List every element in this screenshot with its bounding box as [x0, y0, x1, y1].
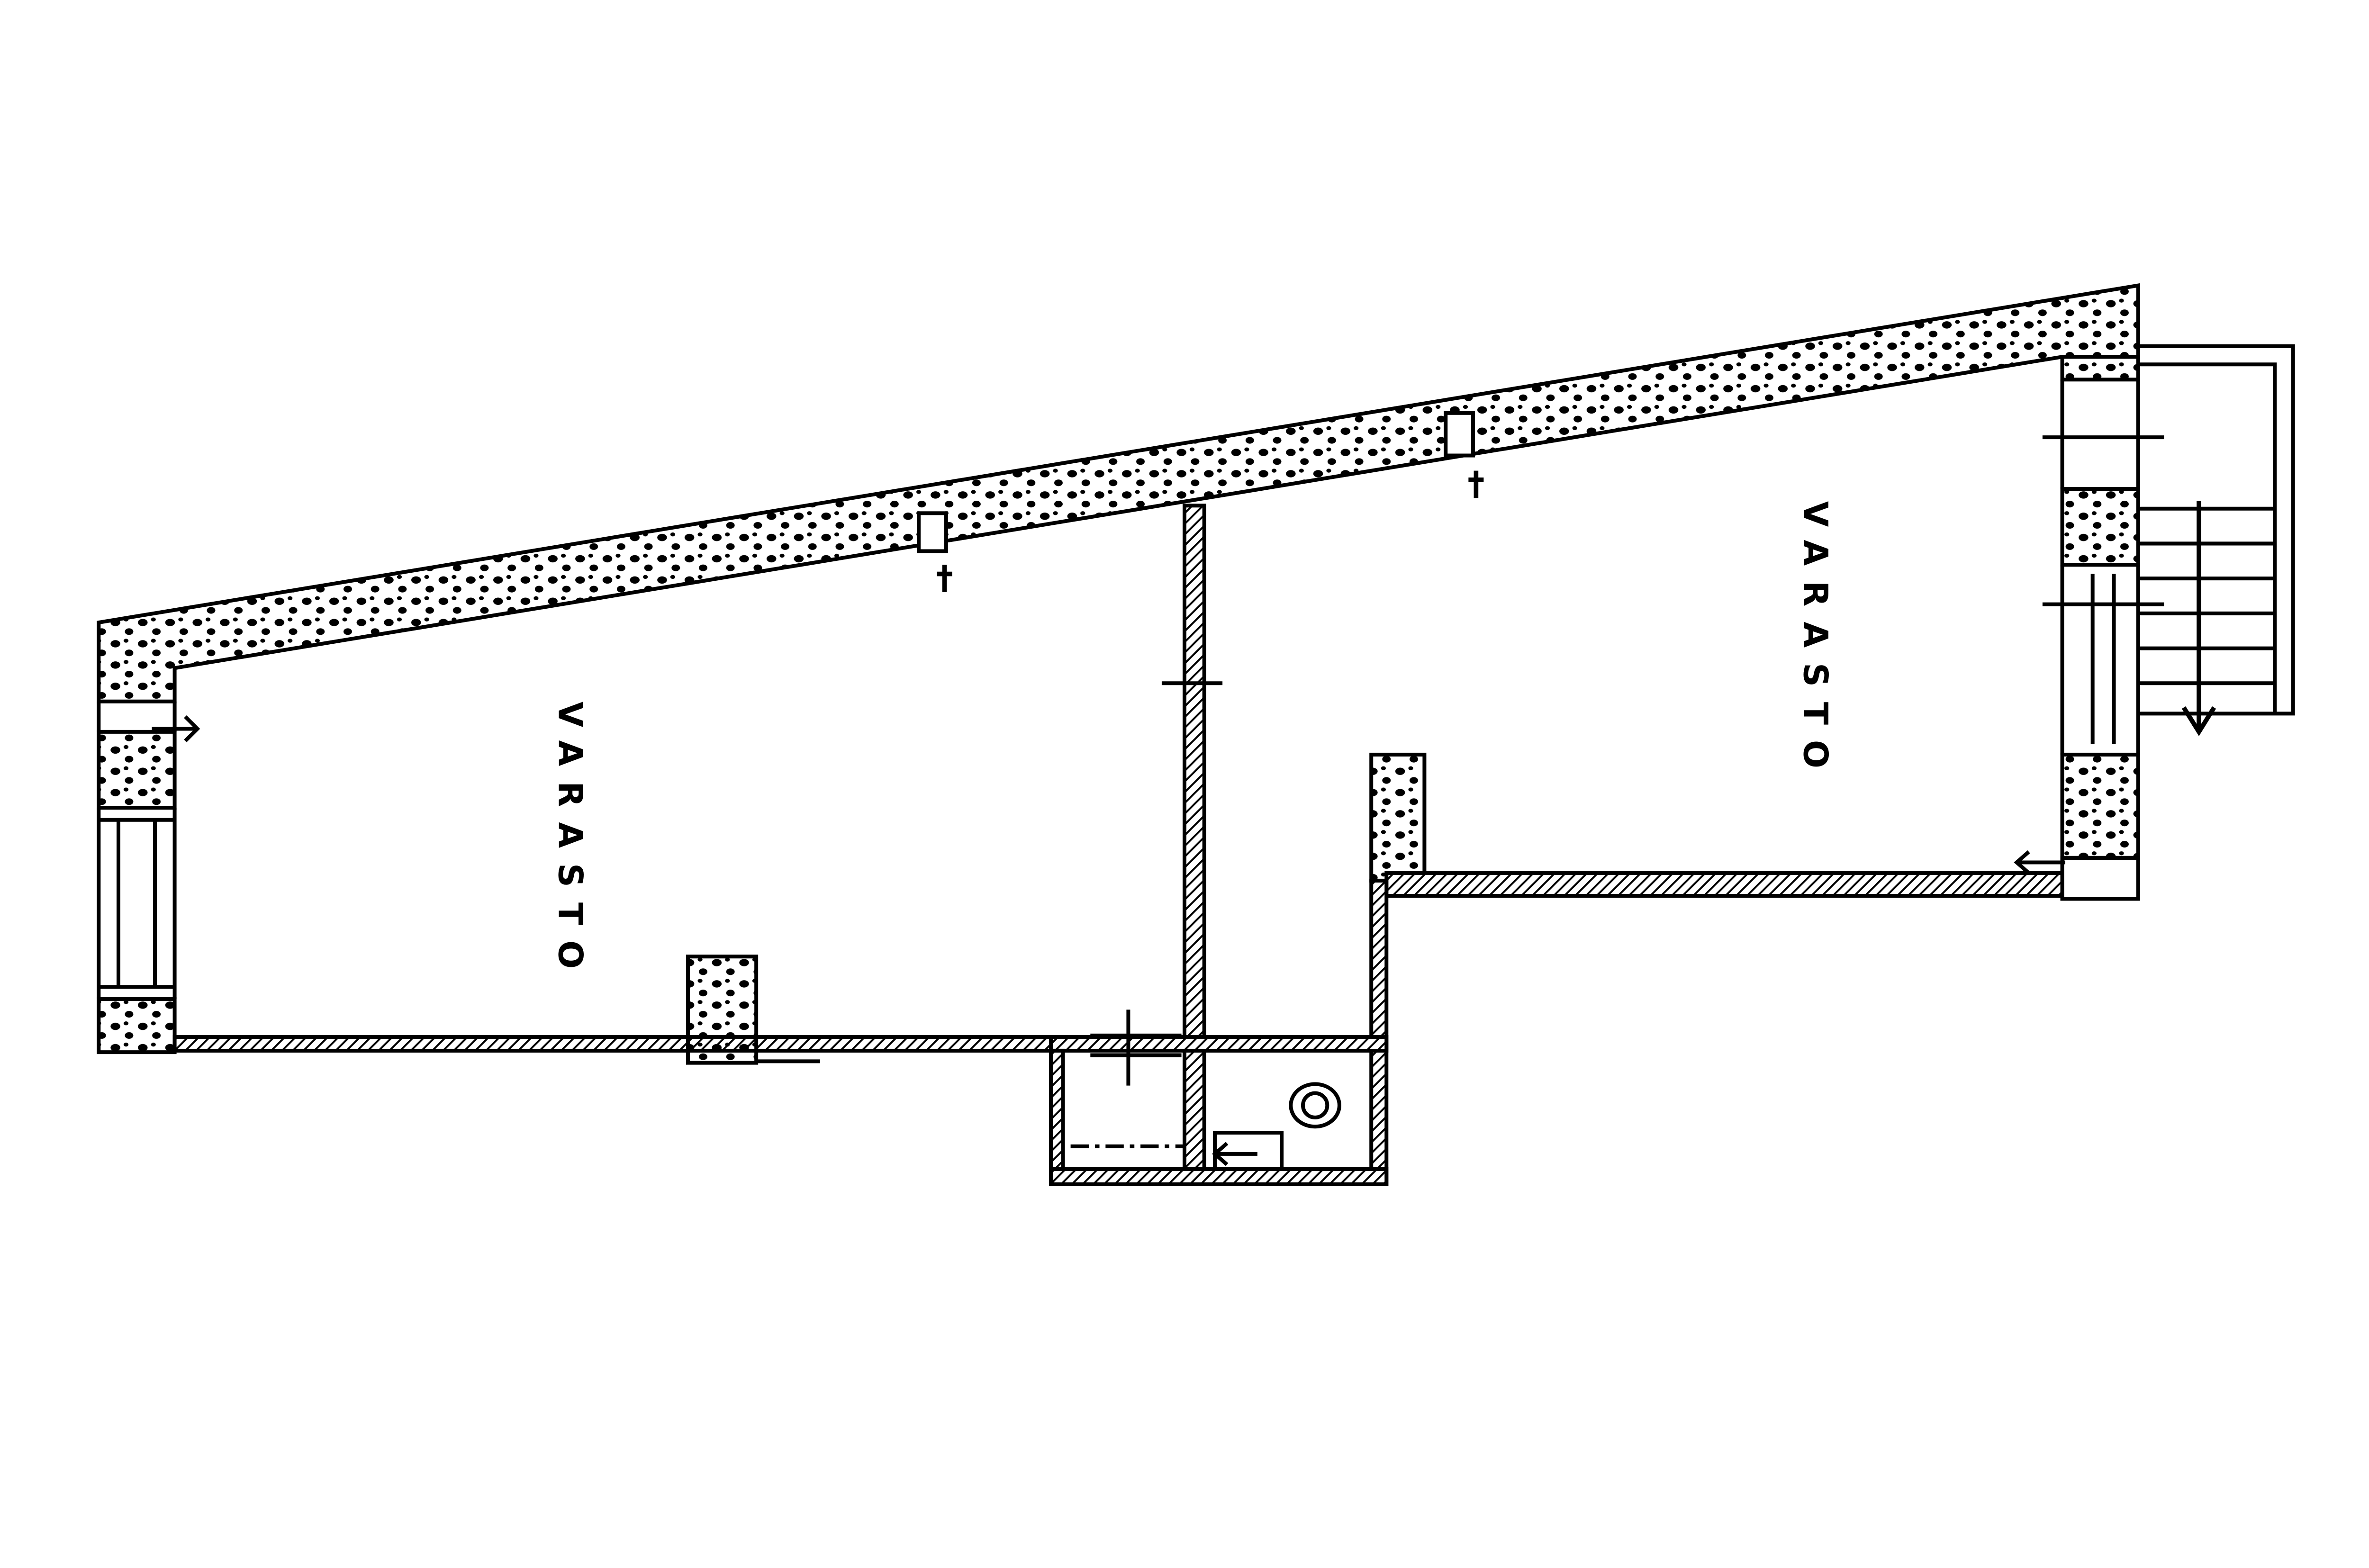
left-window: [97, 701, 177, 999]
right-wall-upper: [2060, 355, 2140, 382]
right-wall-mid: [2060, 487, 2140, 567]
entry-arrow-right: [2014, 850, 2065, 874]
entry-arrow-left: [152, 715, 200, 742]
right-bottom-wall: [1384, 871, 2064, 898]
marker-arrow: [1468, 470, 1484, 498]
pillar-right: [1369, 752, 1427, 883]
marker-arrow: [937, 565, 952, 592]
left-wall-lower: [97, 997, 177, 1054]
left-bottom-wall: [172, 1035, 1065, 1053]
top-masonry-wall: [97, 283, 2140, 703]
central-partition: [1182, 504, 1206, 1186]
wall-marker: [917, 511, 948, 553]
stair-arrow-icon: [2181, 501, 2216, 736]
sink: [1213, 1131, 1284, 1171]
floor-plan: VARASTO VARASTO: [97, 283, 2295, 1186]
wall-marker: [1444, 411, 1475, 458]
left-wall-upper: [97, 730, 177, 810]
room-label-left: VARASTO: [551, 702, 589, 984]
pillar-left: [686, 955, 759, 1065]
bathroom: [1049, 1009, 1389, 1186]
stairs: [2138, 344, 2295, 736]
room-label-right: VARASTO: [1796, 501, 1835, 784]
toilet-icon: [1289, 1082, 1341, 1129]
door-arrow: [1212, 1142, 1257, 1166]
right-room-side-wall: [1369, 878, 1389, 1186]
right-wall-lower: [2060, 752, 2140, 860]
right-windows: [2042, 379, 2164, 901]
